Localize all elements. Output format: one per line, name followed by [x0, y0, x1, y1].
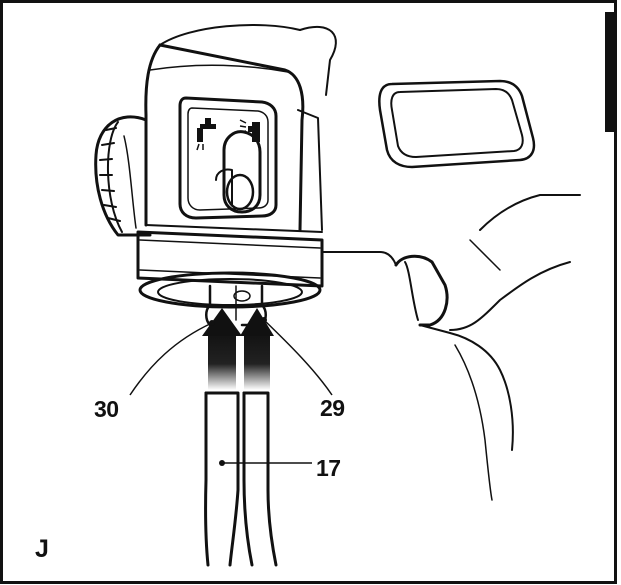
body-window-outer: [378, 79, 536, 169]
flow-arrow-right-shaft: [244, 332, 270, 390]
handle-grip: [394, 254, 449, 327]
callout-29: 29: [320, 395, 345, 421]
body-window-inner: [390, 88, 524, 158]
flow-arrows: [202, 308, 274, 390]
head-housing: [144, 43, 162, 227]
flow-arrow-right-head: [240, 308, 274, 336]
leader-29: [263, 319, 333, 396]
flow-arrow-left-head: [202, 308, 242, 336]
leader-30: [129, 322, 213, 396]
spray-nozzle-icon: [239, 119, 260, 142]
tool-neck: [321, 251, 397, 266]
figure-letter: J: [35, 535, 49, 563]
callout-30: 30: [94, 396, 119, 422]
hose-left: [204, 391, 240, 567]
water-tap-icon: [196, 118, 216, 151]
flow-arrow-left-shaft: [208, 332, 236, 390]
selector-panel: [178, 96, 278, 220]
side-dial: [94, 115, 152, 237]
edge-bar: [605, 12, 615, 132]
tool-rear-body: [299, 25, 337, 96]
hose-right: [242, 391, 278, 567]
collar-ring: [136, 230, 324, 288]
selector-knob[interactable]: [225, 173, 255, 211]
leader-lines: [129, 319, 333, 464]
selector-slot[interactable]: [222, 130, 262, 214]
callout-17: 17: [316, 455, 341, 481]
